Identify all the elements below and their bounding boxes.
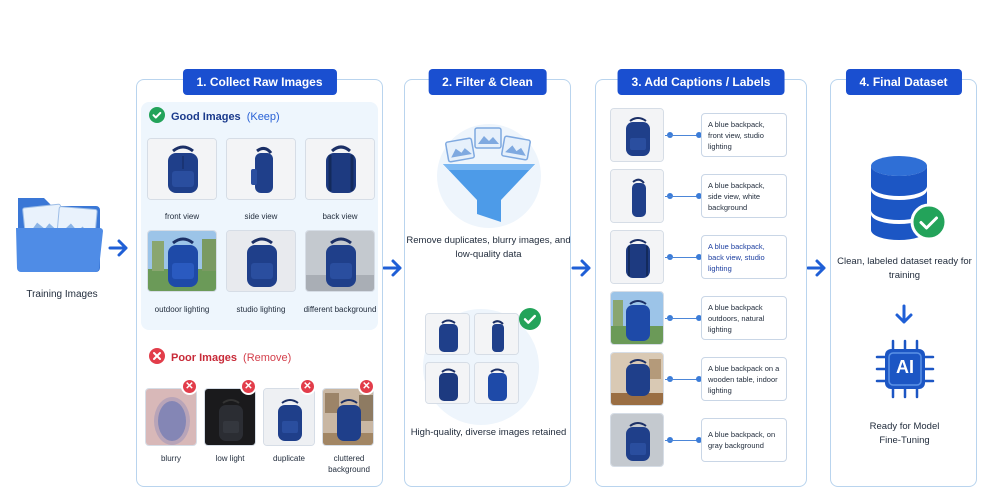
step-title: 3. Add Captions / Labels	[617, 69, 785, 95]
caption-image-thumb	[610, 413, 664, 467]
poor-images-title: Poor Images	[171, 351, 238, 364]
connector-dot	[696, 132, 702, 138]
filter-description: Remove duplicates, blurry images, and lo…	[406, 235, 571, 260]
good-images-heading: Good Images (Keep)	[149, 107, 280, 126]
poor-images-sub: (Remove)	[243, 351, 292, 364]
connector-line	[665, 440, 701, 441]
connector-dot	[696, 376, 702, 382]
filter-clean-panel: 2. Filter & Clean Remove duplicates, blu…	[404, 69, 571, 487]
good-images-title: Good Images	[171, 110, 241, 123]
good-image-back-view	[305, 138, 375, 200]
retained-description: High-quality, diverse images retained	[410, 427, 567, 438]
remove-x-icon: ✕	[299, 378, 316, 395]
connector-dot	[696, 193, 702, 199]
training-images-label: Training Images	[26, 289, 98, 300]
add-captions-panel: 3. Add Captions / Labels A blue backpack…	[595, 69, 807, 487]
remove-x-icon: ✕	[181, 378, 198, 395]
caption-image-thumb	[610, 291, 664, 345]
connector-line	[665, 379, 701, 380]
caption-image-thumb	[610, 169, 664, 223]
connector-dot	[696, 315, 702, 321]
poor-image-cluttered-background	[322, 388, 374, 446]
poor-image-caption: cluttered background	[328, 454, 370, 474]
step-title: 4. Final Dataset	[845, 69, 962, 95]
arrow-right-icon	[571, 258, 593, 283]
training-images-folder-icon	[14, 188, 106, 278]
good-image-outdoor-lighting	[147, 230, 217, 292]
caption-image-thumb	[610, 352, 664, 406]
poor-image-duplicate	[263, 388, 315, 446]
caption-image-thumb	[610, 230, 664, 284]
connector-dot	[696, 437, 702, 443]
check-circle-icon	[519, 308, 541, 335]
arrow-right-icon	[806, 258, 828, 283]
arrow-down-icon	[894, 304, 914, 331]
arrow-right-icon	[382, 258, 404, 283]
caption-label: A blue backpack on a wooden table, indoo…	[701, 357, 787, 401]
step-title: 2. Filter & Clean	[428, 69, 547, 95]
connector-line	[665, 135, 701, 136]
caption-label: A blue backpack, front view, studio ligh…	[701, 113, 787, 157]
connector-line	[665, 196, 701, 197]
good-image-caption: outdoor lighting	[154, 305, 210, 314]
connector-line	[665, 257, 701, 258]
model-description: Ready for Model Fine-Tuning	[869, 421, 940, 446]
good-image-different-background	[305, 230, 375, 292]
good-image-caption: side view	[244, 212, 278, 221]
good-image-front-view	[147, 138, 217, 200]
poor-image-caption: duplicate	[272, 454, 306, 463]
ai-chip-icon: AI	[873, 337, 937, 401]
good-image-caption: studio lighting	[236, 305, 286, 314]
caption-label: A blue backpack, back view, studio light…	[701, 235, 787, 279]
poor-image-caption: low light	[215, 454, 245, 463]
collect-raw-images-panel: 1. Collect Raw Images Good Images (Keep)…	[136, 69, 383, 487]
good-image-caption: back view	[322, 212, 358, 221]
database-icon	[865, 154, 951, 249]
ai-chip-label: AI	[896, 357, 914, 377]
connector-line	[665, 318, 701, 319]
remove-x-icon: ✕	[358, 378, 375, 395]
retained-image-thumb	[474, 313, 519, 355]
good-image-side-view	[226, 138, 296, 200]
step-title: 1. Collect Raw Images	[182, 69, 337, 95]
poor-images-heading: Poor Images (Remove)	[149, 348, 291, 367]
caption-label: A blue backpack, side view, white backgr…	[701, 174, 787, 218]
good-image-caption: front view	[164, 212, 200, 221]
caption-label: A blue backpack outdoors, natural lighti…	[701, 296, 787, 340]
remove-x-icon: ✕	[240, 378, 257, 395]
good-image-studio-lighting	[226, 230, 296, 292]
dataset-description: Clean, labeled dataset ready for trainin…	[837, 256, 972, 281]
good-images-sub: (Keep)	[246, 110, 280, 123]
retained-image-thumb	[425, 313, 470, 355]
filter-funnel-icon	[425, 116, 553, 233]
final-dataset-panel: 4. Final Dataset Clean, labeled dataset …	[830, 69, 977, 487]
poor-image-blurry	[145, 388, 197, 446]
poor-image-caption: blurry	[160, 454, 181, 463]
x-circle-icon	[149, 348, 165, 367]
connector-dot	[696, 254, 702, 260]
arrow-right-icon	[108, 238, 130, 263]
retained-image-thumb	[474, 362, 519, 404]
poor-image-low-light	[204, 388, 256, 446]
caption-image-thumb	[610, 108, 664, 162]
caption-label: A blue backpack, on gray background	[701, 418, 787, 462]
good-image-caption: different background	[303, 305, 377, 314]
check-circle-icon	[149, 107, 165, 126]
retained-image-thumb	[425, 362, 470, 404]
